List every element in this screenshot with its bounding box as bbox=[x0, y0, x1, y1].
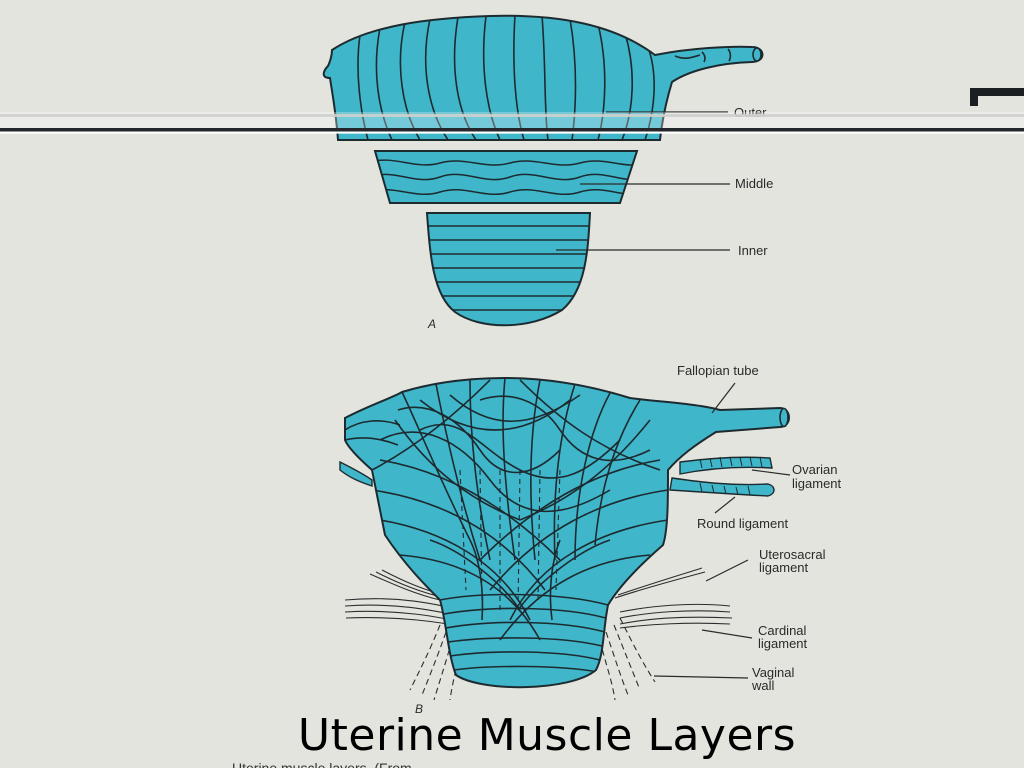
inner-layer-shape bbox=[420, 213, 600, 325]
slide-title: Uterine Muscle Layers bbox=[0, 706, 1024, 766]
label-vaginal-line2: wall bbox=[751, 678, 775, 693]
label-middle: Middle bbox=[735, 176, 773, 191]
middle-layer-shape bbox=[370, 151, 645, 203]
label-round-ligament: Round ligament bbox=[697, 516, 788, 531]
fallopian-tube-opening bbox=[780, 409, 788, 427]
diagram-a: Outer Middle Inner A bbox=[324, 15, 774, 331]
label-ovarian-line1: Ovarian bbox=[792, 462, 838, 477]
corner-mark bbox=[970, 88, 1024, 106]
figure-caption: Uterine muscle layers. (From ... bbox=[232, 758, 427, 768]
label-inner: Inner bbox=[738, 243, 768, 258]
label-uterosacral-line2: ligament bbox=[759, 560, 809, 575]
label-fallopian-tube: Fallopian tube bbox=[677, 363, 759, 378]
diagram-b: Fallopian tube Ovarian ligament Round li… bbox=[340, 363, 842, 716]
label-cardinal-line2: ligament bbox=[758, 636, 808, 651]
slide-divider bbox=[0, 112, 1024, 134]
label-ovarian-line2: ligament bbox=[792, 476, 842, 491]
panel-letter-a: A bbox=[427, 317, 436, 331]
